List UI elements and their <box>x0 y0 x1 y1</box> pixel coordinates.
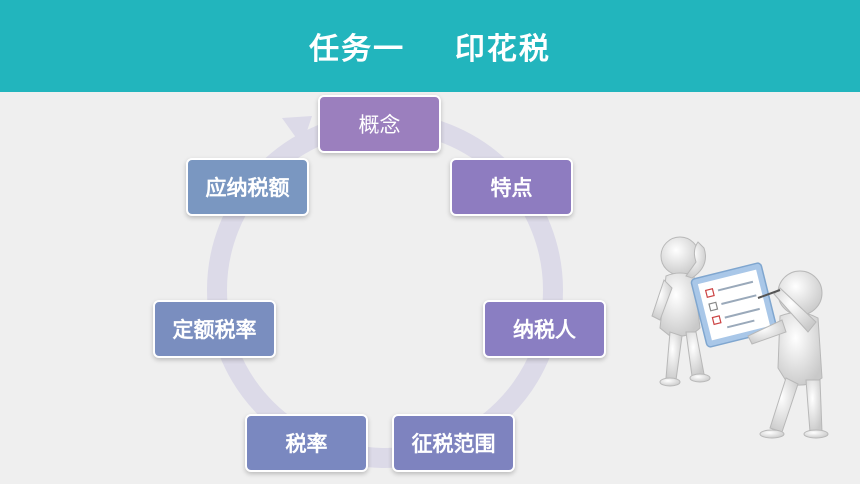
cycle-item-fixed-rate: 定额税率 <box>153 300 276 358</box>
cycle-item-concept: 概念 <box>318 95 441 153</box>
title-bar: 任务一 印花税 <box>0 0 860 92</box>
clipboard <box>690 262 778 348</box>
cycle-item-label: 征税范围 <box>411 432 496 456</box>
cycle-item-label: 特点 <box>490 176 533 200</box>
cycle-item-taxpayer: 纳税人 <box>483 300 606 358</box>
cycle-item-tax-payable: 应纳税额 <box>186 158 309 216</box>
pen-icon <box>757 289 781 299</box>
cycle-item-features: 特点 <box>450 158 573 216</box>
cycle-item-label: 应纳税额 <box>205 176 290 200</box>
cycle-arrow-head <box>282 116 312 146</box>
left-figure <box>651 236 711 387</box>
cycle-item-tax-scope: 征税范围 <box>392 414 515 472</box>
cycle-item-label: 定额税率 <box>172 318 257 342</box>
slide-title: 任务一 印花税 <box>309 32 551 67</box>
cycle-item-label: 税率 <box>285 432 328 456</box>
right-figure <box>747 270 829 439</box>
people-with-clipboard-illustration <box>651 236 829 439</box>
cycle-item-label: 纳税人 <box>513 318 576 342</box>
cycle-item-tax-rate: 税率 <box>245 414 368 472</box>
cycle-item-label: 概念 <box>358 113 401 137</box>
